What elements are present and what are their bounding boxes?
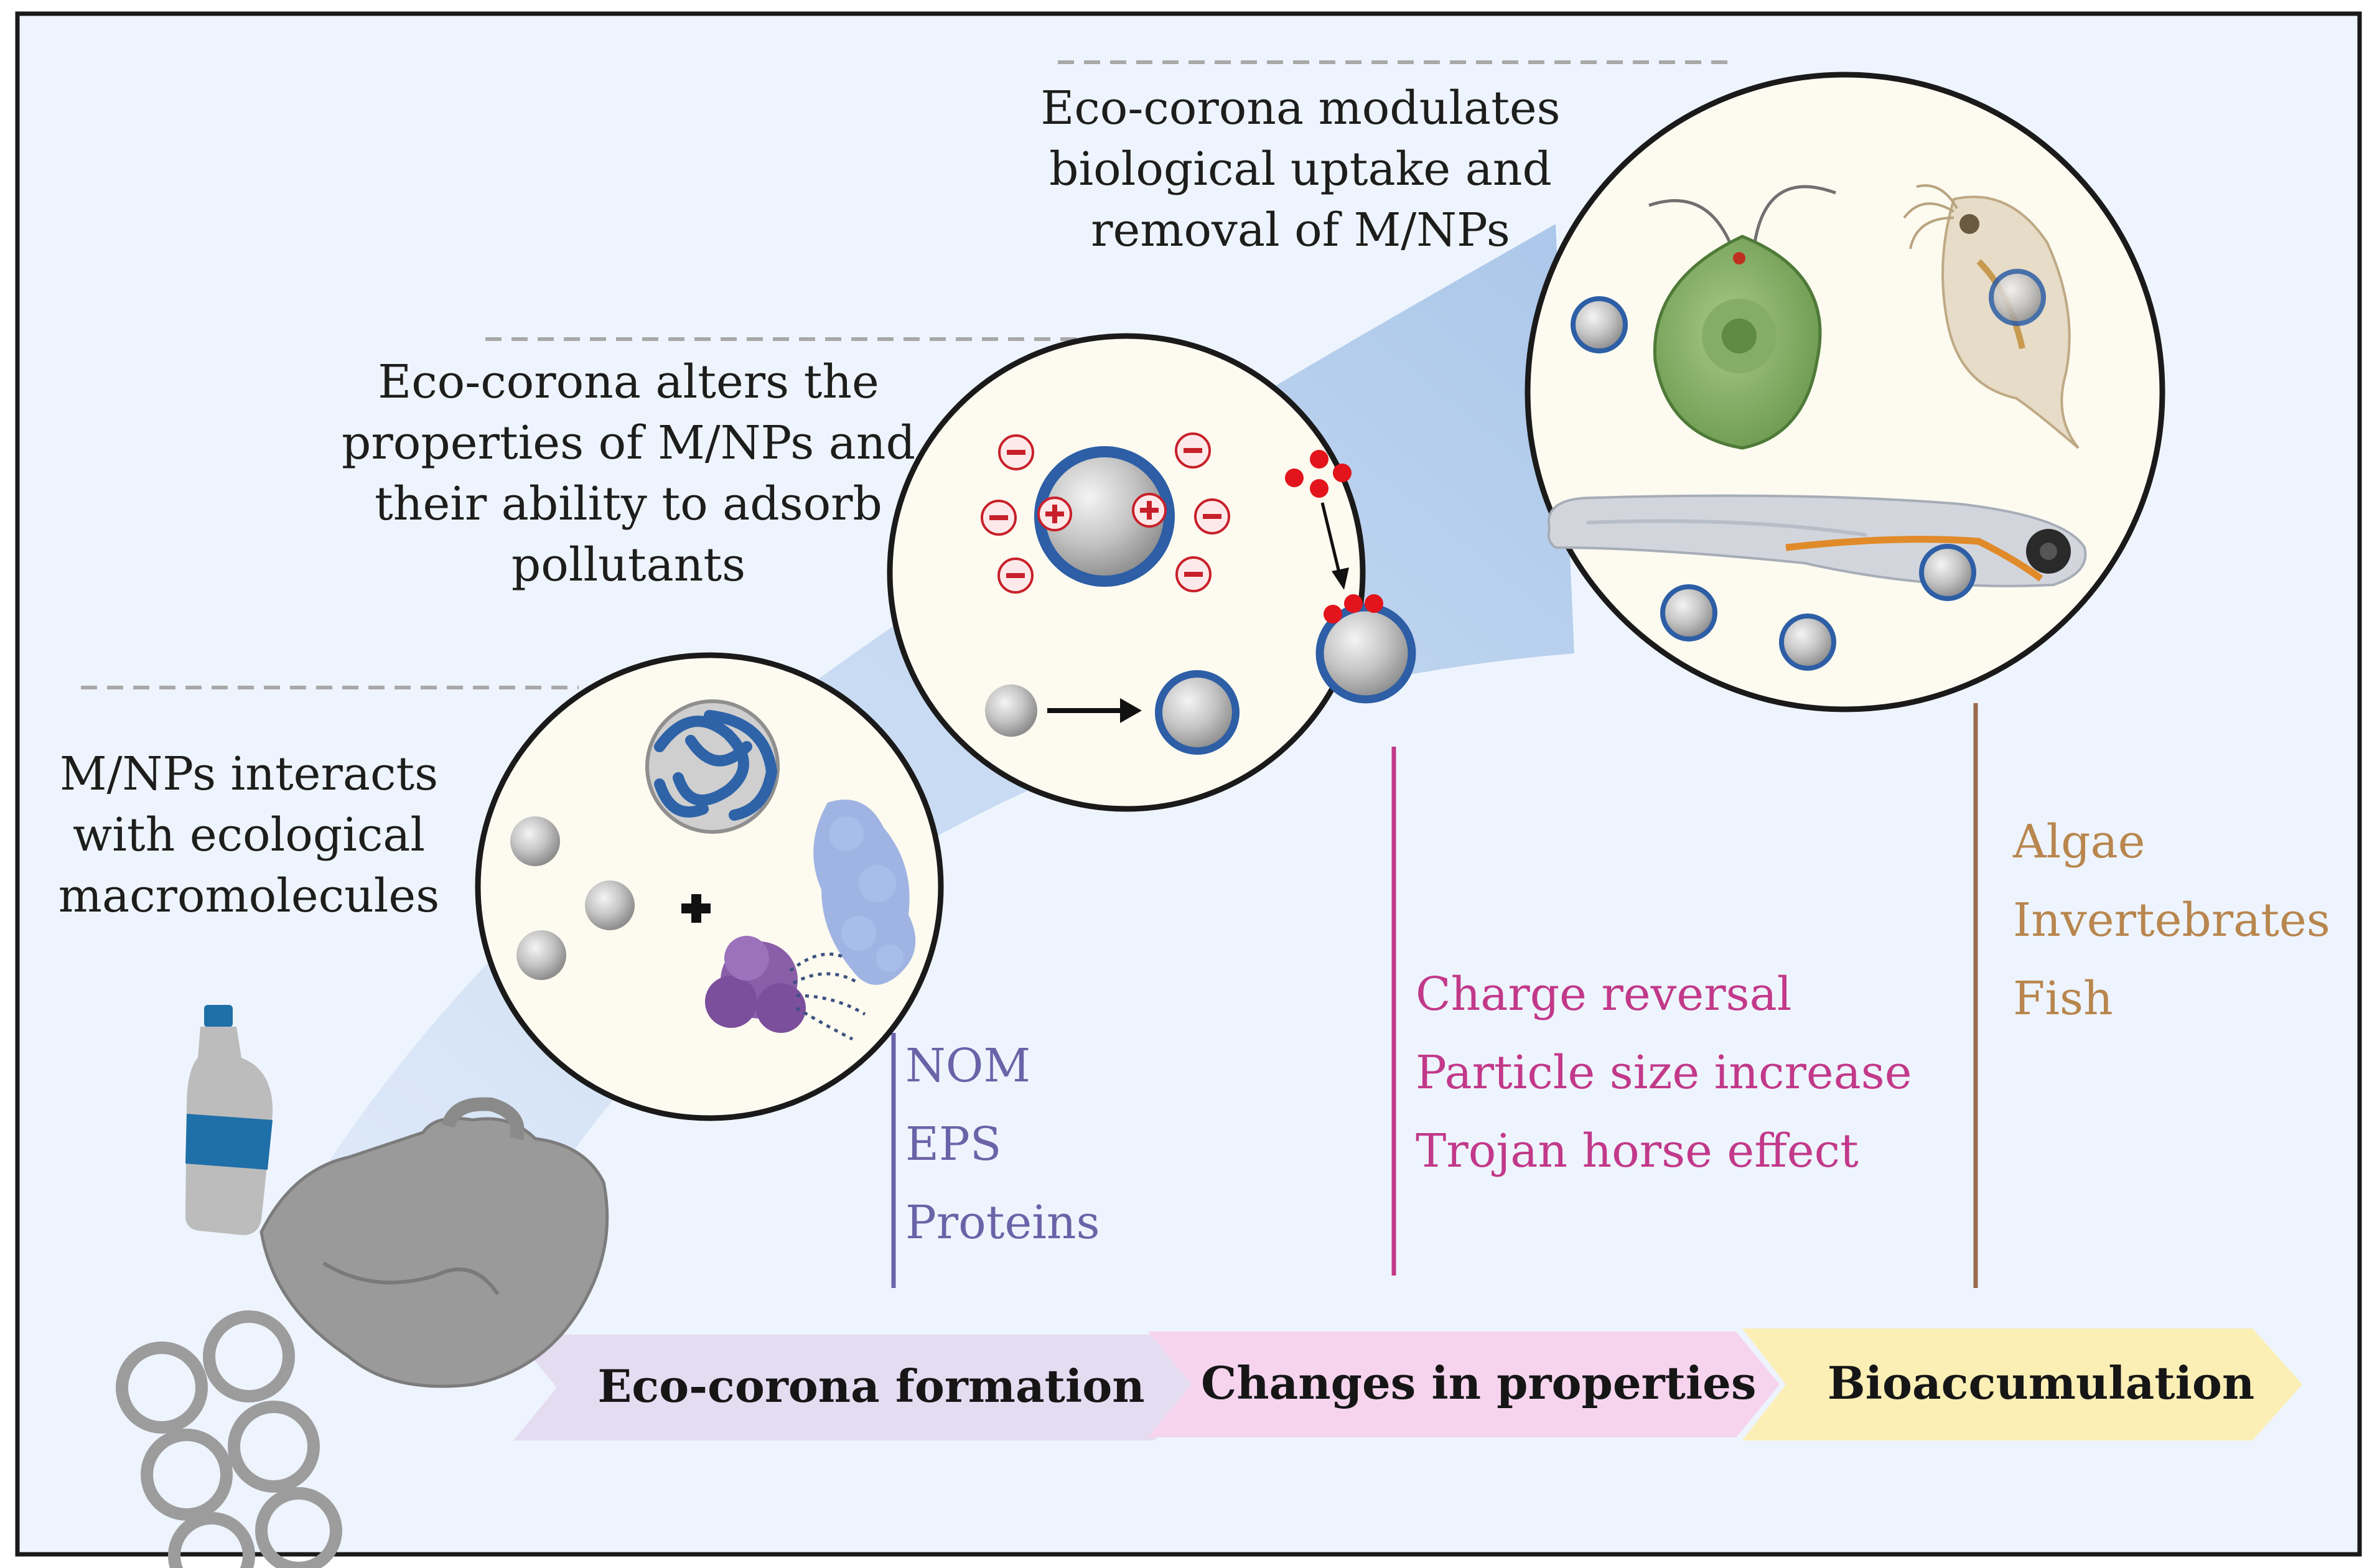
alga-icon bbox=[1648, 185, 1836, 450]
list-item: Charge reversal bbox=[1416, 968, 1792, 1021]
list-item: Trojan horse effect bbox=[1416, 1124, 1859, 1178]
macromolecule-list: NOM EPS Proteins bbox=[905, 1027, 1100, 1262]
positive-charge-icon bbox=[1037, 497, 1072, 531]
annotation-line: their ability to adsorb bbox=[375, 477, 882, 531]
interaction-annotation: M/NPs interacts with ecological macromol… bbox=[37, 744, 460, 926]
particle bbox=[510, 816, 560, 866]
particle bbox=[1571, 296, 1628, 353]
properties-annotation: Eco-corona alters the properties of M/NP… bbox=[336, 352, 921, 595]
stage-arrow-3 bbox=[1742, 1328, 2302, 1440]
list-item: NOM bbox=[905, 1039, 1031, 1093]
particle bbox=[1919, 544, 1976, 601]
annotation-line: removal of M/NPs bbox=[1091, 203, 1510, 257]
pollutant-icon bbox=[1285, 450, 1352, 498]
annotation-line: pollutants bbox=[511, 538, 746, 592]
list-item: Algae bbox=[2013, 815, 2146, 869]
large-coated-particle bbox=[1155, 670, 1240, 755]
annotation-line: properties of M/NPs and bbox=[342, 416, 915, 470]
list-item: EPS bbox=[905, 1118, 1002, 1171]
organism-list: Algae Invertebrates Fish bbox=[2013, 803, 2330, 1038]
particle bbox=[585, 880, 635, 930]
list-item: Particle size increase bbox=[1416, 1046, 1912, 1099]
nom-molecule-icon bbox=[645, 699, 780, 834]
stage-label-formation: Eco-corona formation bbox=[597, 1360, 1145, 1412]
arrow-head-icon bbox=[1332, 567, 1349, 590]
annotation-line: with ecological bbox=[72, 808, 426, 862]
plus-icon bbox=[681, 894, 711, 923]
annotation-line: Eco-corona modulates bbox=[1040, 82, 1561, 135]
particle bbox=[1989, 269, 2046, 326]
annotation-line: M/NPs interacts bbox=[59, 747, 439, 801]
list-item: Proteins bbox=[905, 1196, 1100, 1249]
list-item: Invertebrates bbox=[2013, 894, 2330, 947]
plastic-waste-icon bbox=[116, 1005, 609, 1568]
stage-arrow-2 bbox=[1148, 1332, 1780, 1437]
annotation-line: macromolecules bbox=[58, 869, 440, 923]
uptake-inset bbox=[1525, 72, 2165, 712]
arrow-line bbox=[1320, 502, 1341, 573]
eps-molecule-icon bbox=[813, 800, 916, 985]
uptake-annotation: Eco-corona modulates biological uptake a… bbox=[1014, 78, 1587, 261]
stage-arrow-1 bbox=[513, 1335, 1198, 1440]
particle bbox=[1660, 584, 1717, 642]
list-item: Fish bbox=[2013, 972, 2113, 1025]
annotation-line: biological uptake and bbox=[1049, 142, 1552, 196]
property-change-list: Charge reversal Particle size increase T… bbox=[1416, 955, 1912, 1190]
particle bbox=[516, 930, 566, 980]
positive-charge-icon bbox=[1132, 493, 1167, 528]
arrow-head-icon bbox=[1120, 698, 1142, 723]
stage-label-changes: Changes in properties bbox=[1201, 1356, 1757, 1409]
annotation-line: Eco-corona alters the bbox=[378, 355, 879, 409]
stage-label-bioaccumulation: Bioaccumulation bbox=[1827, 1356, 2255, 1409]
particle bbox=[1779, 614, 1836, 671]
properties-inset bbox=[887, 333, 1416, 812]
interaction-inset bbox=[475, 652, 944, 1121]
small-particle bbox=[985, 684, 1037, 737]
protein-icon bbox=[705, 936, 866, 1041]
